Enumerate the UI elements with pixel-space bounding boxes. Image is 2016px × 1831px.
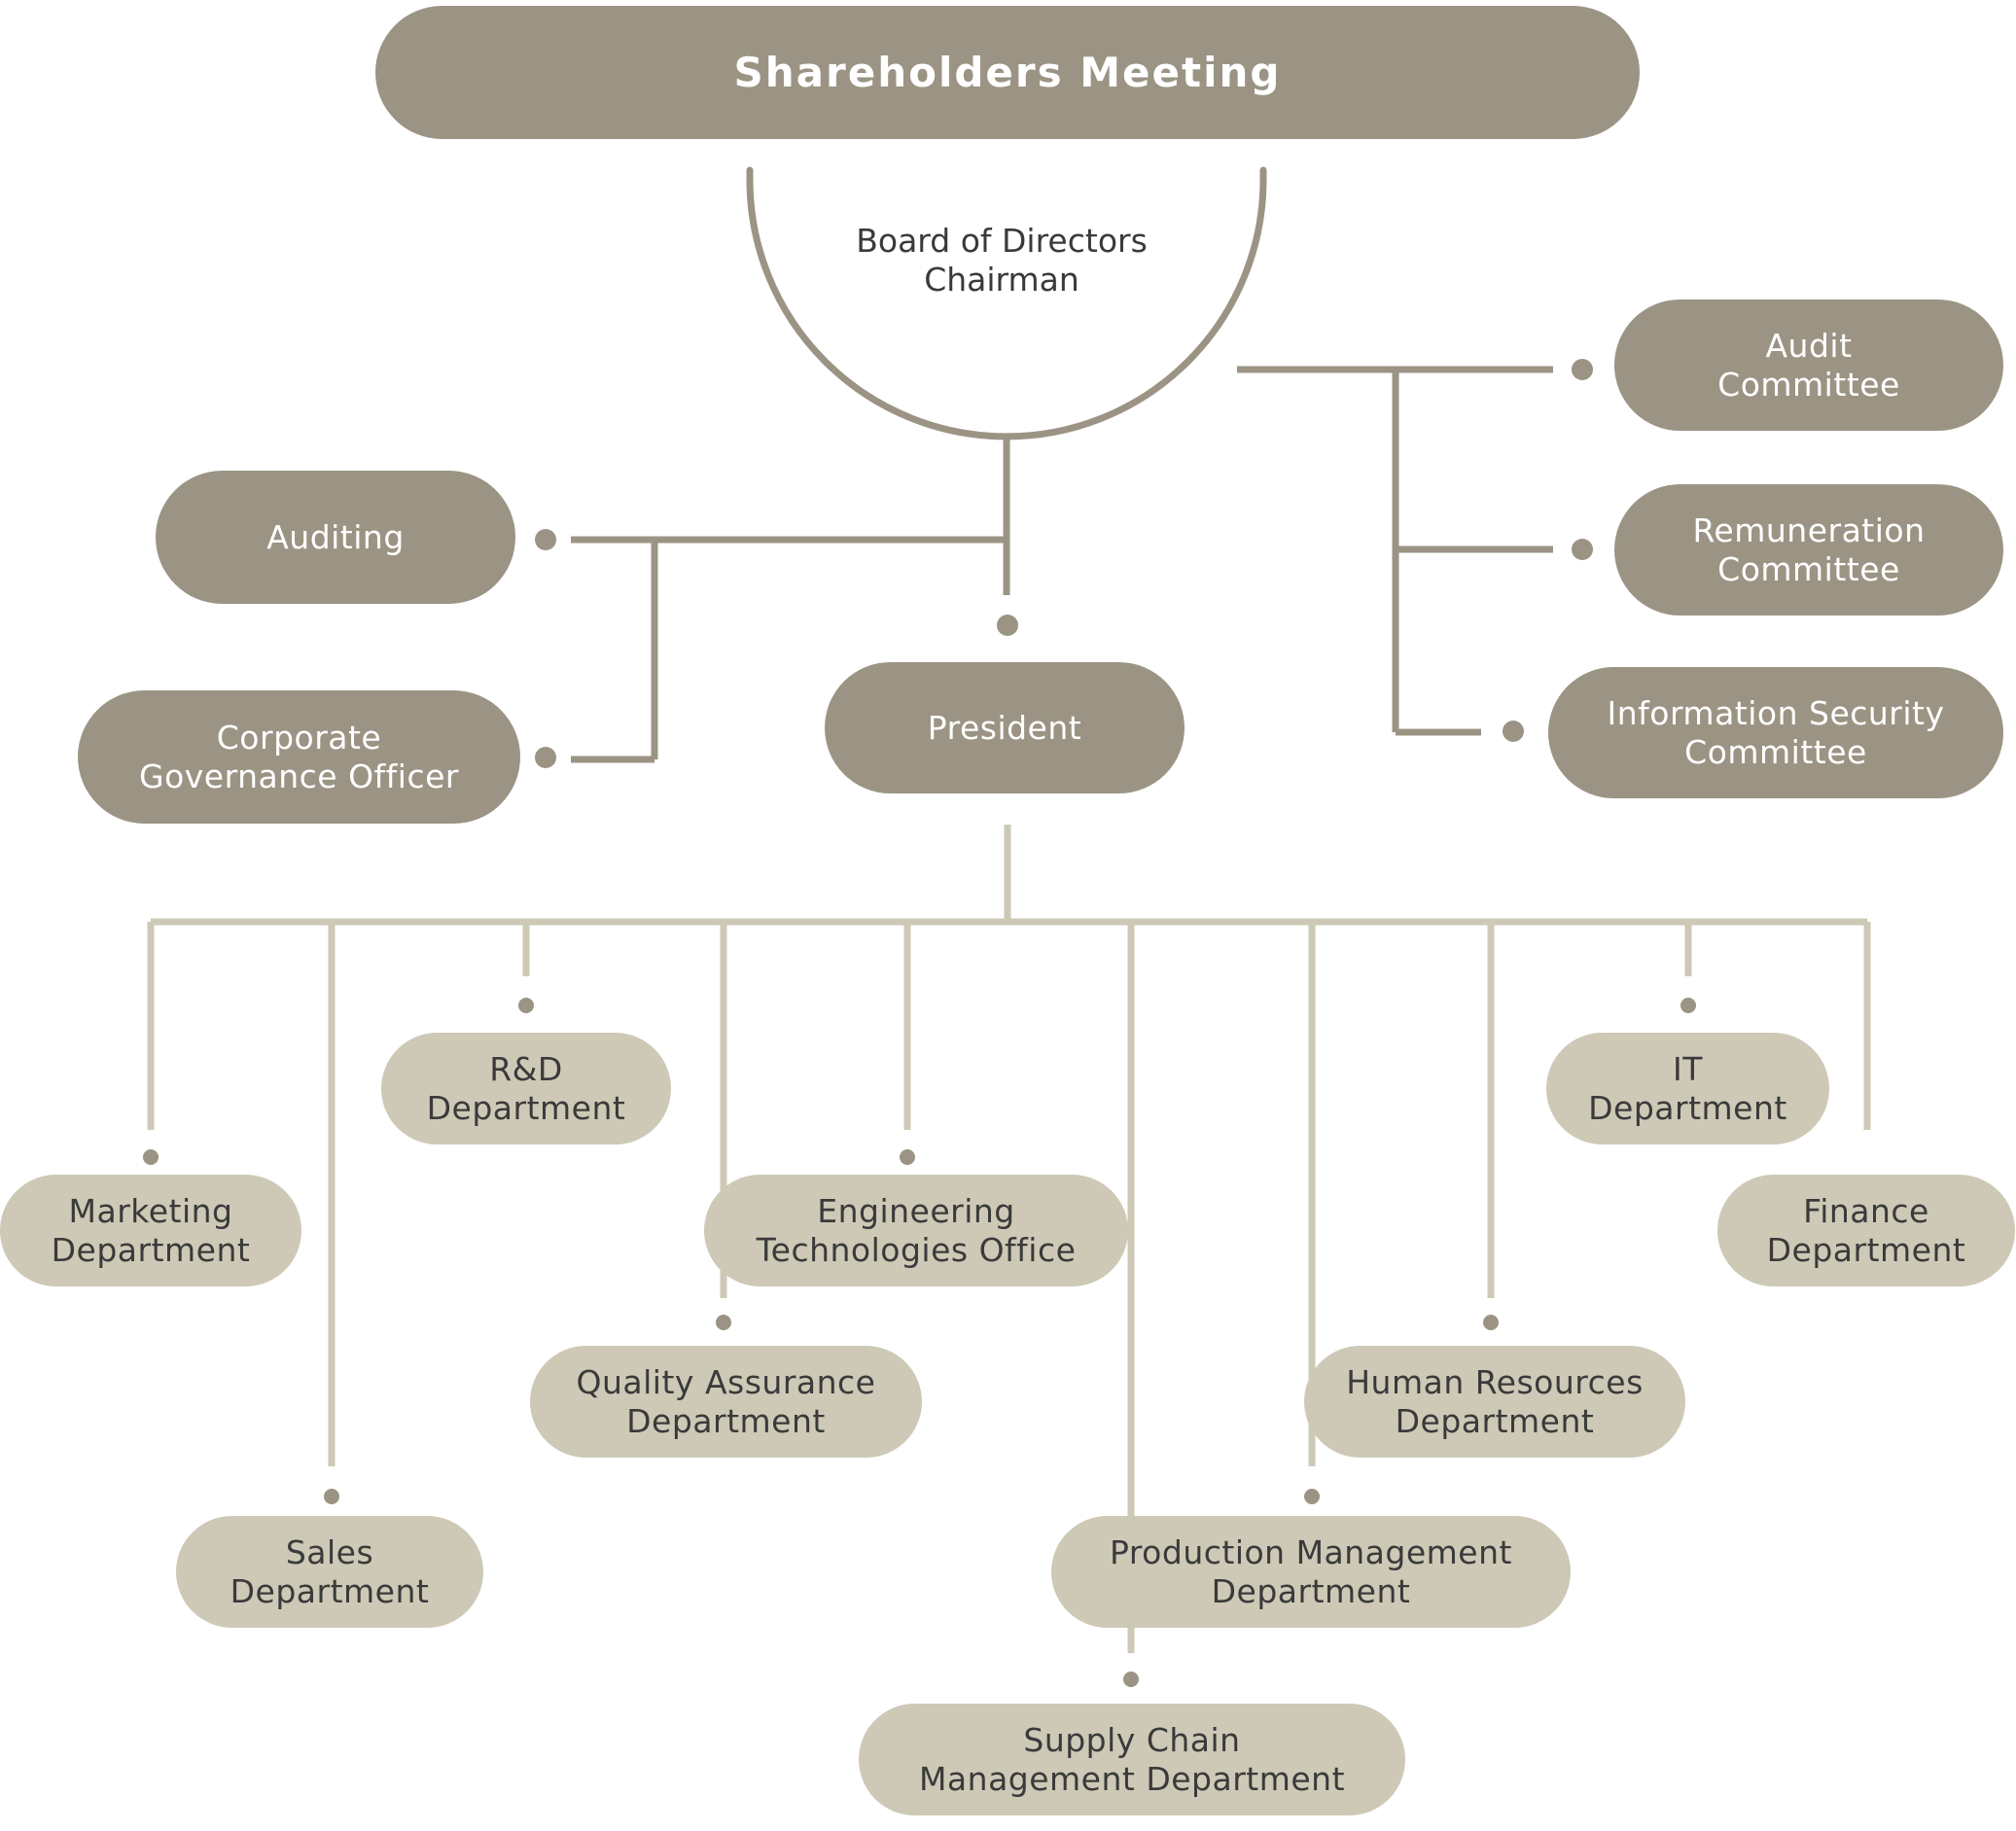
- governance-label-line1: Corporate: [216, 718, 382, 757]
- marketing-line1: Marketing: [68, 1191, 233, 1230]
- qa-dot: [716, 1315, 731, 1330]
- production-management-department-node: Production Management Department: [1051, 1516, 1571, 1628]
- engineering-technologies-office-node: Engineering Technologies Office: [704, 1175, 1128, 1286]
- board-to-president-connector: [571, 437, 1010, 763]
- production-line2: Department: [1211, 1571, 1411, 1610]
- hr-line2: Department: [1395, 1401, 1595, 1440]
- infosec-committee-dot: [1503, 721, 1524, 742]
- board-label-line2: Chairman: [924, 261, 1079, 299]
- it-department-node: IT Department: [1546, 1033, 1829, 1144]
- governance-label-line2: Governance Officer: [139, 757, 459, 795]
- president-connector-dot: [997, 615, 1018, 636]
- supply-line2: Management Department: [918, 1759, 1346, 1798]
- it-line1: IT: [1673, 1049, 1703, 1088]
- production-line1: Production Management: [1110, 1532, 1512, 1571]
- rnd-department-node: R&D Department: [381, 1033, 671, 1144]
- president-label: President: [927, 708, 1082, 747]
- engineering-dot: [900, 1149, 915, 1165]
- remuneration-committee-line1: Remuneration: [1692, 511, 1926, 549]
- shareholders-meeting-node: Shareholders Meeting: [375, 6, 1640, 139]
- auditing-connector-dot: [535, 529, 556, 550]
- auditing-label: Auditing: [266, 517, 405, 556]
- board-of-directors-arc: [746, 166, 1267, 440]
- audit-committee-line1: Audit: [1765, 326, 1853, 365]
- sales-dot: [324, 1489, 339, 1504]
- production-dot: [1304, 1489, 1320, 1504]
- finance-line2: Department: [1766, 1230, 1966, 1269]
- qa-line2: Department: [626, 1401, 826, 1440]
- remuneration-committee-dot: [1572, 539, 1593, 560]
- hr-line1: Human Resources: [1346, 1362, 1644, 1401]
- departments-connector: [147, 825, 1871, 1653]
- auditing-node: Auditing: [156, 471, 515, 604]
- hr-dot: [1483, 1315, 1499, 1330]
- quality-assurance-department-node: Quality Assurance Department: [530, 1346, 922, 1458]
- audit-committee-dot: [1572, 359, 1593, 380]
- rnd-line1: R&D: [489, 1049, 563, 1088]
- marketing-dot: [143, 1149, 159, 1165]
- supply-chain-dot: [1123, 1672, 1139, 1687]
- governance-connector-dot: [535, 747, 556, 768]
- infosec-committee-line1: Information Security: [1607, 693, 1945, 732]
- rnd-line2: Department: [426, 1088, 626, 1127]
- engineering-line1: Engineering: [817, 1191, 1015, 1230]
- department-dots: [143, 998, 1696, 1687]
- supply-chain-management-department-node: Supply Chain Management Department: [859, 1704, 1405, 1815]
- committees-connector: [1237, 366, 1553, 736]
- remuneration-committee-line2: Committee: [1717, 549, 1900, 588]
- president-node: President: [825, 662, 1185, 793]
- corporate-governance-officer-node: Corporate Governance Officer: [78, 690, 520, 824]
- human-resources-department-node: Human Resources Department: [1304, 1346, 1685, 1458]
- sales-line2: Department: [230, 1571, 430, 1610]
- engineering-line2: Technologies Office: [756, 1230, 1077, 1269]
- qa-line1: Quality Assurance: [576, 1362, 876, 1401]
- supply-line1: Supply Chain: [1023, 1720, 1241, 1759]
- it-dot: [1680, 998, 1696, 1013]
- finance-line1: Finance: [1803, 1191, 1929, 1230]
- rnd-dot: [518, 998, 534, 1013]
- information-security-committee-node: Information Security Committee: [1548, 667, 2003, 798]
- board-label-line1: Board of Directors: [856, 222, 1148, 260]
- audit-committee-node: Audit Committee: [1614, 299, 2003, 431]
- marketing-department-node: Marketing Department: [0, 1175, 301, 1286]
- audit-committee-line2: Committee: [1717, 365, 1900, 404]
- sales-department-node: Sales Department: [176, 1516, 483, 1628]
- remuneration-committee-node: Remuneration Committee: [1614, 484, 2003, 616]
- finance-department-node: Finance Department: [1717, 1175, 2015, 1286]
- sales-line1: Sales: [285, 1532, 374, 1571]
- shareholders-meeting-label: Shareholders Meeting: [733, 49, 1282, 96]
- it-line2: Department: [1588, 1088, 1787, 1127]
- marketing-line2: Department: [51, 1230, 251, 1269]
- infosec-committee-line2: Committee: [1684, 732, 1867, 771]
- board-of-directors-node: Board of Directors Chairman: [768, 222, 1235, 299]
